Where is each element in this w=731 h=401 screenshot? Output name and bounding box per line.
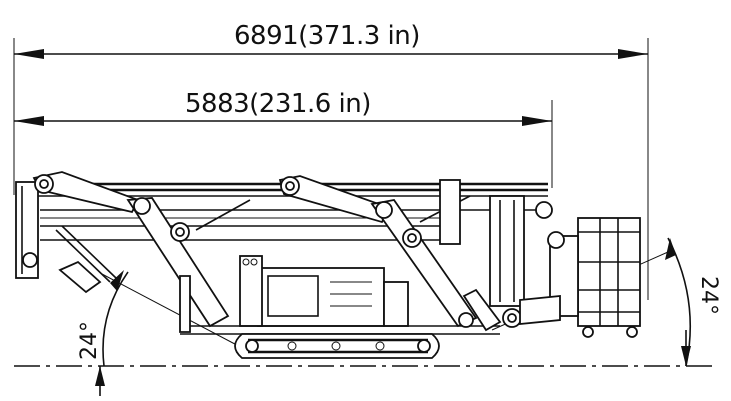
stowed-length-label: 5883(231.6 in) (185, 89, 371, 119)
left-ramp-angle: 24° (77, 270, 251, 396)
overall-length-label: 6891(371.3 in) (234, 21, 420, 51)
work-platform-basket (519, 217, 641, 338)
overall-length-dimension: 6891(371.3 in) (13, 21, 649, 300)
crawler-track (234, 333, 440, 359)
boom-assembly (15, 171, 553, 328)
left-angle-label: 24° (77, 321, 102, 360)
stowed-length-dimension: 5883(231.6 in) (14, 89, 553, 188)
chassis (58, 255, 502, 335)
right-angle-label: 24° (696, 276, 721, 315)
